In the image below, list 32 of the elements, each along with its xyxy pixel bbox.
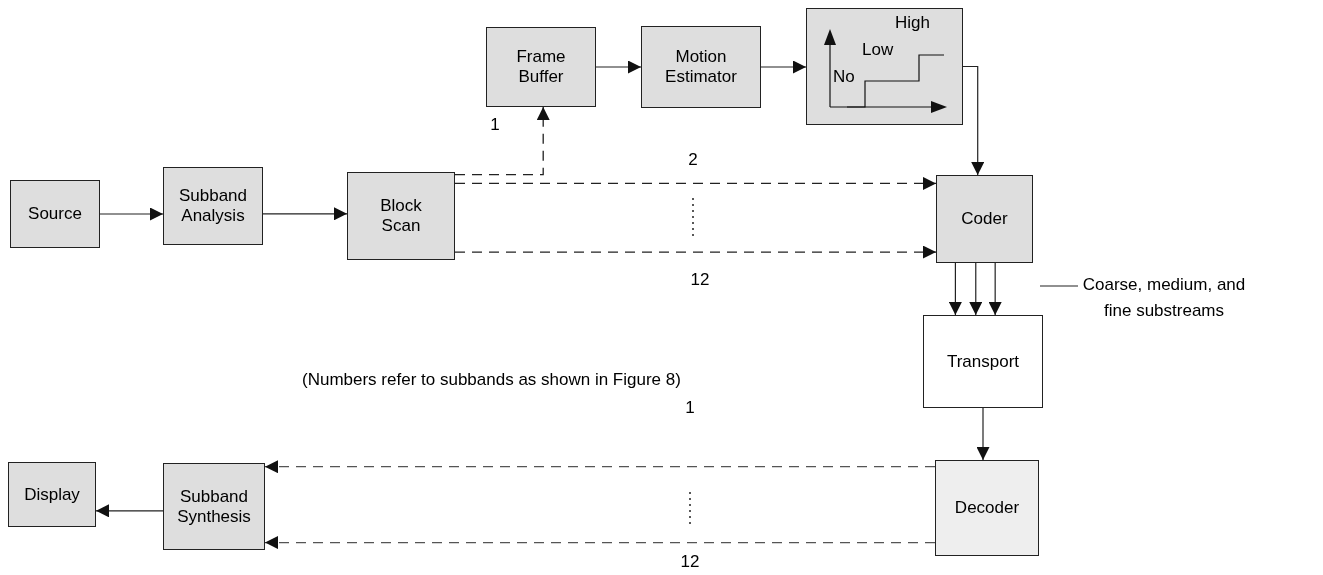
arrow	[264, 536, 936, 550]
arrow	[988, 262, 1002, 316]
process-box: Frame Buffer	[486, 27, 596, 107]
arrow	[976, 407, 990, 461]
arrow	[95, 504, 164, 518]
process-box: Display	[8, 462, 96, 527]
quantizer-level-box	[806, 8, 963, 125]
arrow	[262, 207, 348, 221]
arrow	[454, 245, 937, 259]
level-label: High	[895, 13, 930, 33]
process-box: Source	[10, 180, 100, 248]
arrow	[454, 176, 937, 190]
arrow	[99, 207, 164, 221]
process-box: Decoder	[935, 460, 1039, 556]
process-box: Subband Analysis	[163, 167, 263, 245]
arrow	[595, 60, 642, 74]
arrow	[264, 460, 936, 474]
arrow	[962, 65, 985, 176]
process-box: Block Scan	[347, 172, 455, 260]
process-box: Subband Synthesis	[163, 463, 265, 550]
process-box: Transport	[923, 315, 1043, 408]
arrow	[760, 60, 807, 74]
process-box: Motion Estimator	[641, 26, 761, 108]
arrow	[969, 262, 983, 316]
arrow	[948, 262, 962, 316]
process-box: Coder	[936, 175, 1033, 263]
level-label: Low	[862, 40, 894, 60]
level-label: No	[833, 67, 855, 87]
note-text: (Numbers refer to subbands as shown in Figure 8)	[302, 370, 681, 390]
callout-text: Coarse, medium, and fine substreams	[1078, 272, 1250, 324]
arrow	[454, 106, 550, 176]
leader-line	[1039, 285, 1079, 287]
